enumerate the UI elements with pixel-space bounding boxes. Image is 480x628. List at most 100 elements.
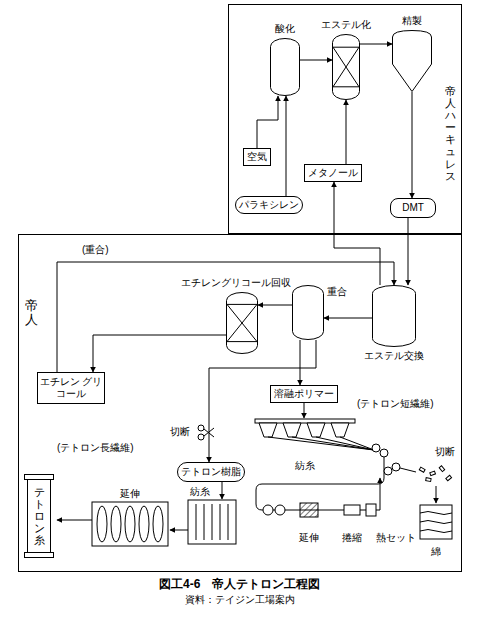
long-fiber-line-part [125,506,135,542]
packing-cross [333,47,359,87]
node-label: 帝人 [25,299,38,328]
node-label: 酸化 [275,23,295,35]
flow-arrow [93,335,226,372]
process-label: 切断 [435,446,455,458]
process-label: (テトロン短繊維) [357,398,434,410]
process-box: 空気 [243,148,271,166]
short-fiber-line-part [300,503,318,517]
short-fiber-line-part [268,437,374,450]
vessel-outline [393,31,432,92]
vessel-outline [372,285,416,347]
node-label: 溶融ポリマー [274,388,334,400]
process-box: エチレン グリコール [37,372,105,404]
flow-arrow [300,340,301,385]
node-label: テトロン樹脂 [181,466,241,478]
short-fiber-line-part [259,423,277,437]
short-fiber-line-part [331,423,349,437]
node-label: メタノール [308,167,358,179]
short-fiber-line-part [304,403,305,418]
process-label: 熱セット [376,532,416,544]
long-fiber-line-part [188,500,236,544]
short-fiber-line-part [283,423,301,437]
figure-caption: 図工4-6 帝人テトロン工程図 [159,577,320,591]
vessel-outline [332,34,360,100]
process-label: (重合) [82,244,109,256]
bobbin-flange [25,553,54,558]
short-fiber-line-part [372,444,380,452]
process-box: メタノール [304,164,362,182]
short-fiber-line-part [275,505,285,515]
process-box: DMT [390,198,436,218]
process-label: 捲縮 [342,532,362,544]
flow-arrow [408,218,409,285]
long-fiber-line-part [139,506,149,542]
reactor-vessel: 精製 [392,30,432,92]
vessel-outline [270,38,300,96]
process-box: 溶融ポリマー [270,385,338,403]
vessel-outline [373,286,416,347]
flow-arrow [346,100,347,164]
long-fiber-line-part [222,482,223,499]
short-fiber-line-part [400,468,416,472]
short-fiber-line-part [420,505,452,539]
vessel-outline [293,286,324,340]
flow-arrow [258,305,292,306]
cutter-symbol-part [198,425,204,431]
cutter-symbol [198,425,214,440]
long-fiber-line-part [196,504,228,540]
short-fiber-line-part [420,512,452,533]
vessel-outline [227,293,258,354]
process-label: 延伸 [299,532,319,544]
node-label: エステル交換 [364,350,424,362]
short-fiber-line-part [256,457,384,510]
reactor-vessel: 重合 [292,285,324,340]
process-box: テトロン樹脂 [177,462,245,482]
bobbin-flange [25,475,54,480]
flow-arrow [360,44,392,45]
short-fiber-line-part [446,475,452,481]
short-fiber-line-part [307,423,325,437]
process-label: (テトロン長繊維) [57,442,134,454]
node-label: DMT [402,202,424,214]
reactor-vessel: エステル化 [332,34,360,100]
short-fiber-line-part [263,505,273,515]
node-label: パラキシレン [239,199,299,211]
short-fiber-line-part [392,463,400,471]
yarn-bobbin: テトロン糸 [24,474,54,558]
cutter-symbol-part [198,434,204,440]
vessel-outline [271,39,300,96]
short-fiber-line-part [436,486,437,503]
flow-arrow [257,96,278,148]
node-label: 精製 [402,15,422,27]
node-label: 空気 [247,151,267,163]
node-label: 重合 [327,286,347,298]
flow-arrow [412,92,413,198]
short-fiber-line-part [366,504,376,516]
long-fiber-line-part [153,506,163,542]
flow-arrow [300,60,332,61]
long-fiber-line-part [111,506,121,542]
process-label: 資料：テイジン工場案内 [185,594,295,606]
long-fiber-line-part [170,530,188,531]
process-label: 延伸 [120,488,140,500]
short-fiber-line-part [255,419,355,423]
short-fiber-line-part [419,467,425,472]
flow-arrow [324,318,372,319]
node-label: エステル化 [321,19,371,31]
packing-cross [227,304,257,341]
long-fiber-line-part [57,520,92,521]
long-fiber-line [57,482,236,546]
node-label: エチレン グリコール [38,376,104,400]
process-label: 紡糸 [295,460,315,472]
short-fiber-line-part [426,478,431,482]
vessel-outline [333,35,360,100]
long-fiber-line-part [97,506,107,542]
reactor-vessel: エステル交換 [372,285,416,347]
node-label: エチレングリコール回収 [181,277,291,289]
short-fiber-line-part [380,449,388,457]
vessel-outline [392,30,432,92]
flow-arrow [286,96,287,196]
process-label: 綿 [431,546,441,558]
reactor-vessel: 酸化 [270,38,300,96]
